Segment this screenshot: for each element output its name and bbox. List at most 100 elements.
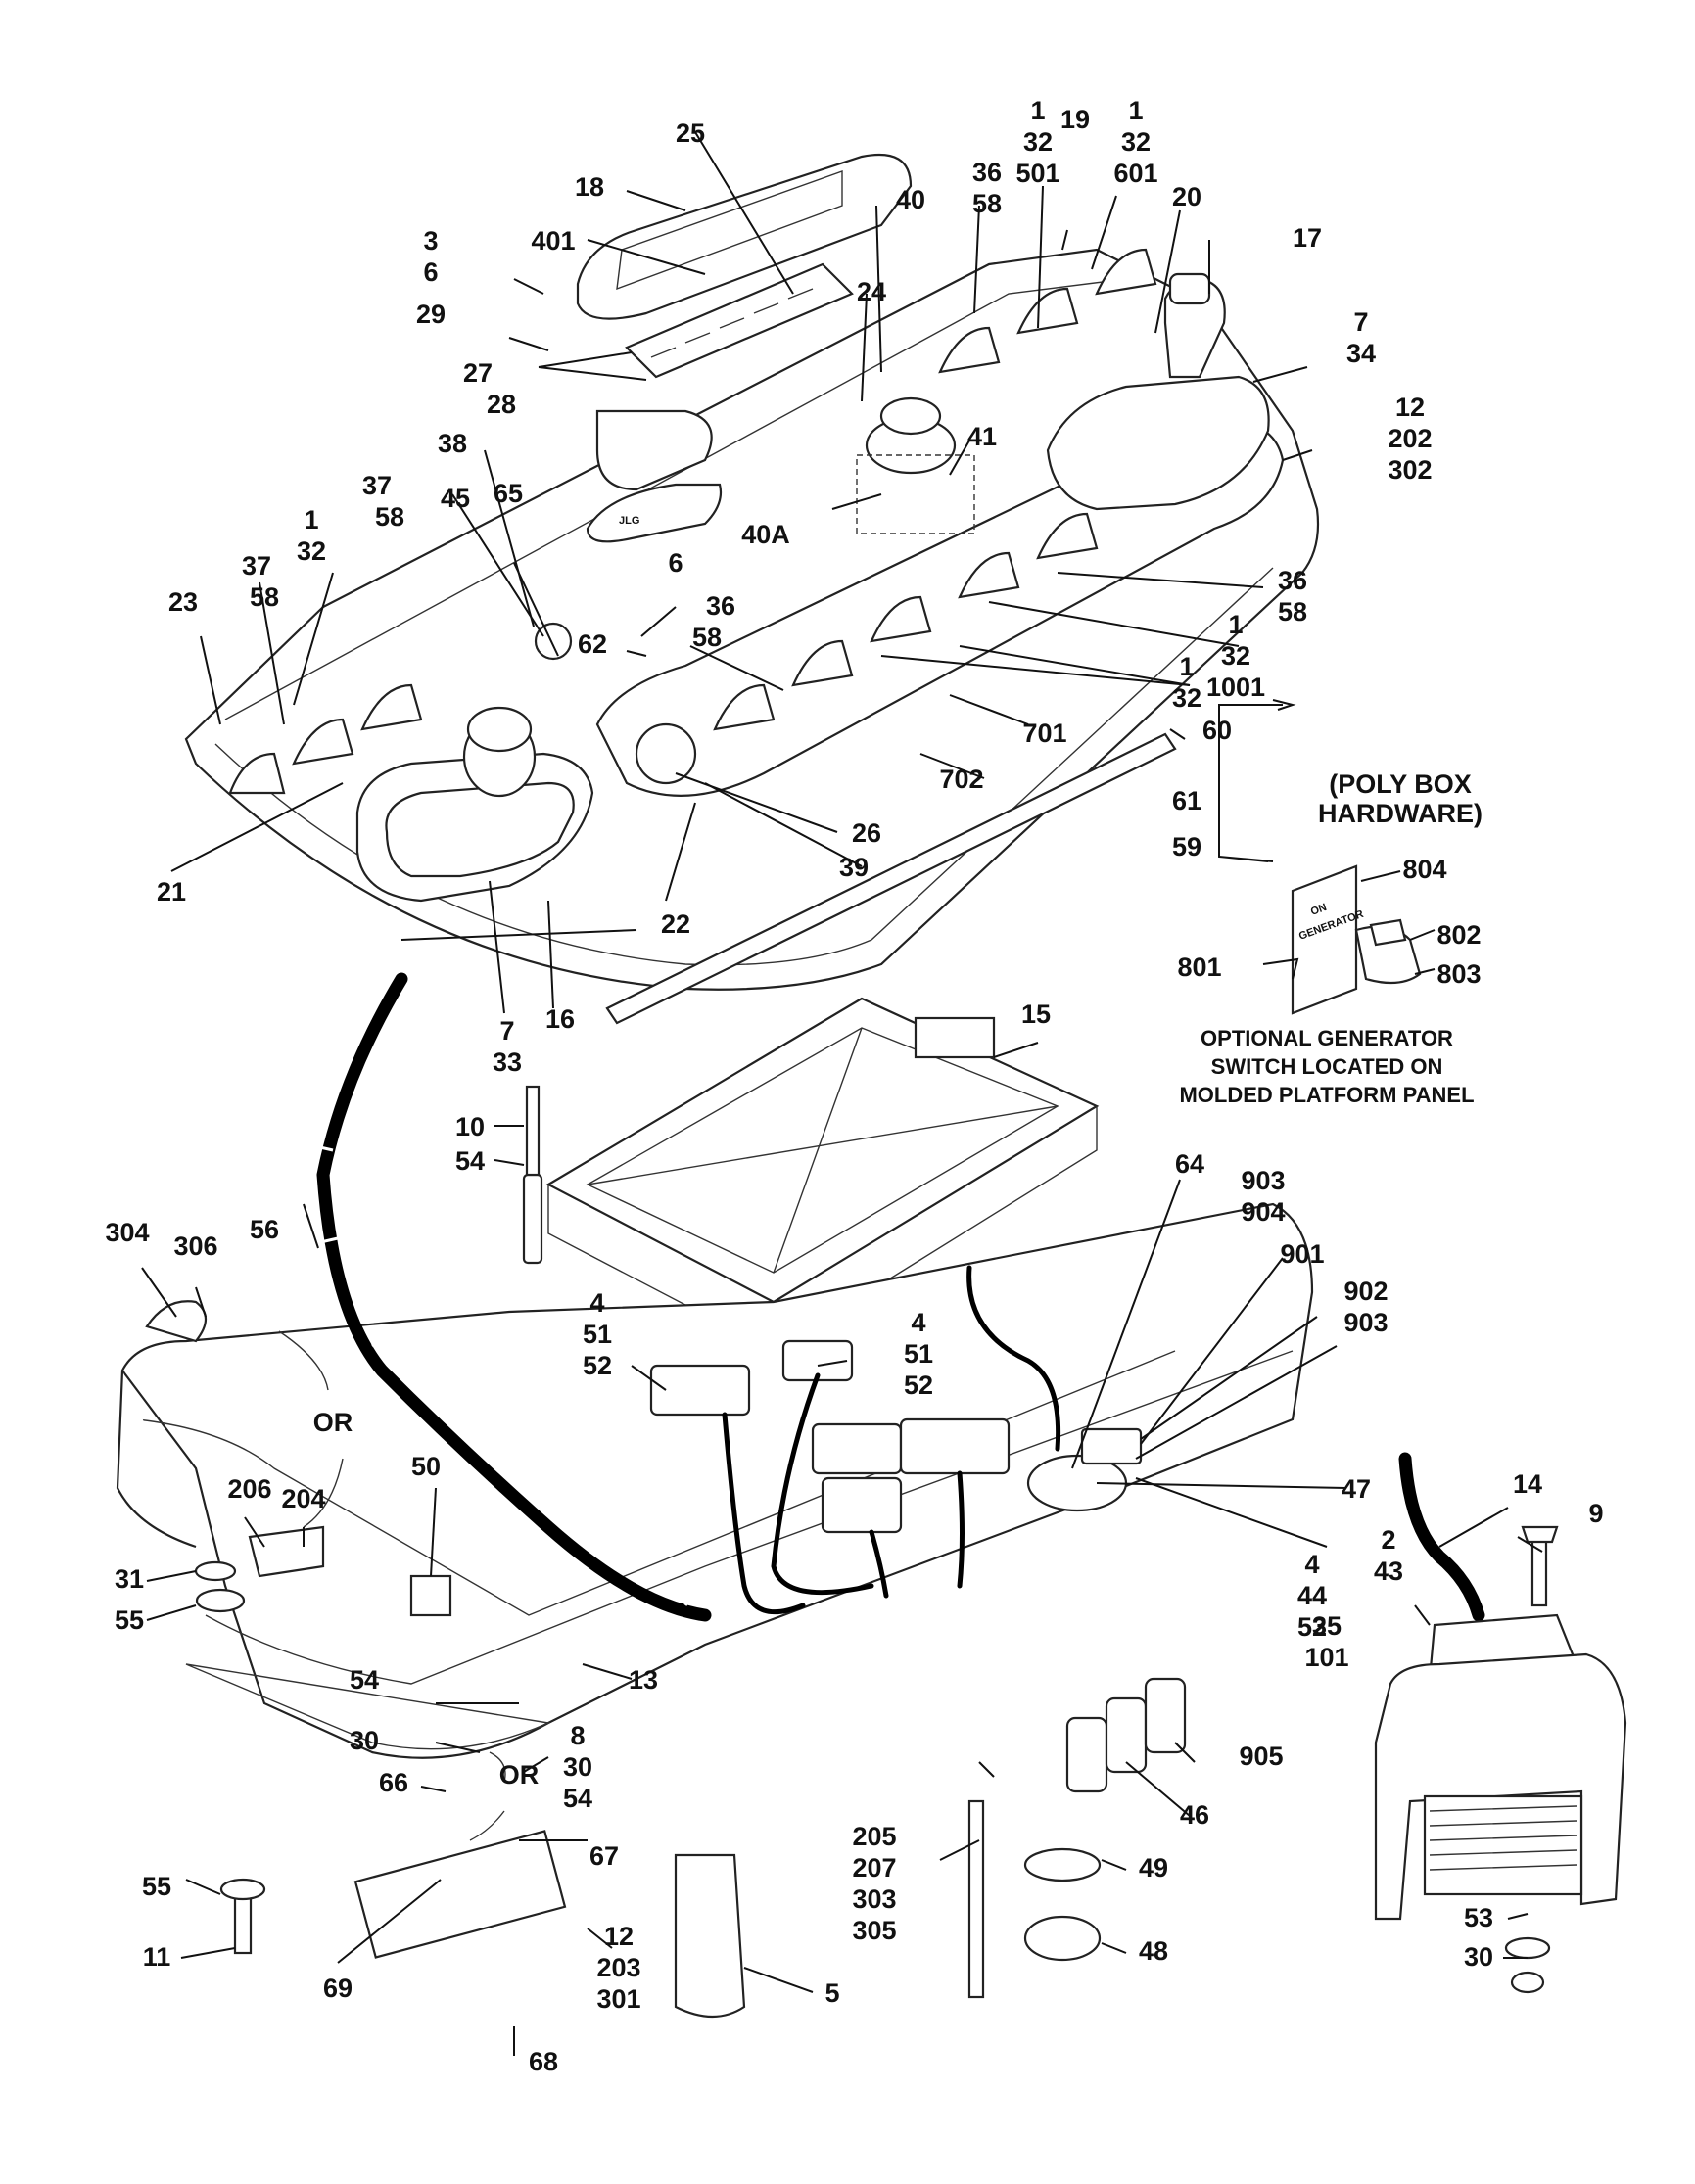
callout-58-top: 58 [972, 189, 1002, 218]
callout-24: 24 [857, 277, 886, 306]
callout-60: 60 [1202, 716, 1232, 745]
callout-9: 9 [1588, 1499, 1603, 1528]
callout-49: 49 [1139, 1853, 1168, 1882]
callout-26: 26 [852, 818, 881, 848]
callout-905: 905 [1239, 1742, 1283, 1771]
callout-206: 206 [227, 1474, 271, 1504]
callout-56: 56 [250, 1215, 279, 1244]
callout-33: 33 [493, 1047, 522, 1077]
callout-702: 702 [939, 765, 983, 794]
strain-reliefs [1065, 1677, 1187, 1793]
callout-1001: 1001 [1206, 673, 1265, 702]
poly-box-note-2: HARDWARE) [1318, 799, 1483, 828]
callout-68: 68 [529, 2047, 558, 2076]
callout-52-a: 52 [583, 1351, 612, 1380]
callout-18: 18 [575, 172, 604, 202]
callout-62: 62 [578, 629, 607, 659]
callout-28: 28 [487, 390, 516, 419]
callout-1-top-a: 1 [1030, 96, 1045, 125]
callout-13: 13 [629, 1665, 658, 1695]
callout-10: 10 [455, 1112, 485, 1141]
callout-58-c: 58 [250, 582, 279, 612]
main-cable [310, 972, 712, 1622]
callout-1-left: 1 [304, 505, 318, 534]
callout-901: 901 [1280, 1239, 1324, 1269]
callout-51-a: 51 [583, 1320, 612, 1349]
notes: OR OR (POLY BOX HARDWARE) OPTIONAL GENER… [313, 769, 1483, 1789]
callout-69: 69 [323, 1974, 353, 2003]
callout-904: 904 [1241, 1197, 1285, 1227]
circuit-board-frame [545, 997, 1100, 1353]
callouts: 25 18 401 3 6 29 27 28 40 24 36 58 1 32 … [105, 96, 1603, 2076]
callout-51-b: 51 [904, 1339, 933, 1369]
callout-21: 21 [157, 877, 186, 906]
callout-12-bot: 12 [604, 1922, 634, 1951]
callout-52-c: 52 [1297, 1612, 1327, 1642]
callout-202: 202 [1388, 424, 1432, 453]
callout-54-top: 54 [455, 1146, 485, 1176]
callout-53: 53 [1464, 1903, 1493, 1932]
toggle-guards [228, 248, 1157, 795]
callout-17: 17 [1293, 223, 1322, 253]
emergency-stop [856, 396, 975, 534]
callout-32-right-b: 32 [1172, 683, 1201, 713]
callout-20: 20 [1172, 182, 1201, 211]
callout-12-top: 12 [1395, 393, 1425, 422]
callout-43: 43 [1374, 1557, 1403, 1586]
callout-903-a: 903 [1241, 1166, 1285, 1195]
callout-36-top: 36 [972, 158, 1002, 187]
callout-67: 67 [589, 1841, 619, 1871]
callout-7-left: 7 [499, 1016, 514, 1046]
footswitch-cable [1398, 1452, 1485, 1622]
bottom-housing [116, 1202, 1314, 1759]
generator-note-2: SWITCH LOCATED ON [1211, 1054, 1443, 1079]
callout-29: 29 [416, 300, 446, 329]
callout-16: 16 [545, 1004, 575, 1034]
callout-304: 304 [105, 1218, 149, 1247]
callout-803: 803 [1436, 959, 1481, 989]
callout-101: 101 [1304, 1643, 1348, 1672]
callout-27: 27 [463, 358, 493, 388]
callout-44: 44 [1297, 1581, 1327, 1610]
rotary-knob [635, 722, 697, 785]
callout-54-mid: 54 [350, 1665, 379, 1695]
callout-19: 19 [1060, 105, 1090, 134]
control-box-lid: JLG [184, 153, 1320, 991]
callout-34: 34 [1346, 339, 1376, 368]
callout-305: 305 [852, 1916, 896, 1945]
horn-button [534, 622, 573, 661]
callout-36-mid: 36 [706, 591, 735, 621]
callout-701: 701 [1022, 719, 1066, 748]
callout-7-right: 7 [1353, 307, 1368, 337]
or-label-top: OR [313, 1408, 353, 1437]
callout-48: 48 [1139, 1936, 1168, 1966]
generator-switch: ON GENERATOR [1291, 864, 1422, 1015]
callout-30-a: 30 [563, 1752, 592, 1782]
callout-65: 65 [494, 479, 523, 508]
callout-32-left: 32 [297, 536, 326, 566]
generator-note-1: OPTIONAL GENERATOR [1201, 1026, 1453, 1050]
callout-205: 205 [852, 1822, 896, 1851]
callout-61: 61 [1172, 786, 1201, 815]
display-module [576, 153, 913, 379]
callout-25: 25 [676, 118, 705, 148]
callout-31: 31 [115, 1564, 144, 1594]
leader-lines [141, 131, 1543, 2056]
callout-40: 40 [896, 185, 925, 214]
callout-302: 302 [1388, 455, 1432, 485]
callout-23: 23 [168, 587, 198, 617]
callout-6-top: 6 [423, 257, 438, 287]
or-label-bottom: OR [499, 1760, 540, 1789]
or-arrow-bottom [469, 1751, 506, 1841]
callout-804: 804 [1402, 855, 1446, 884]
callout-55-top: 55 [115, 1605, 144, 1635]
callout-902: 902 [1343, 1277, 1388, 1306]
callout-22: 22 [661, 909, 690, 939]
callout-2: 2 [1381, 1525, 1395, 1555]
callout-3: 3 [423, 226, 438, 256]
callout-45: 45 [441, 484, 470, 513]
callout-30-c: 30 [1464, 1942, 1493, 1972]
callout-207: 207 [852, 1853, 896, 1882]
callout-52-b: 52 [904, 1371, 933, 1400]
